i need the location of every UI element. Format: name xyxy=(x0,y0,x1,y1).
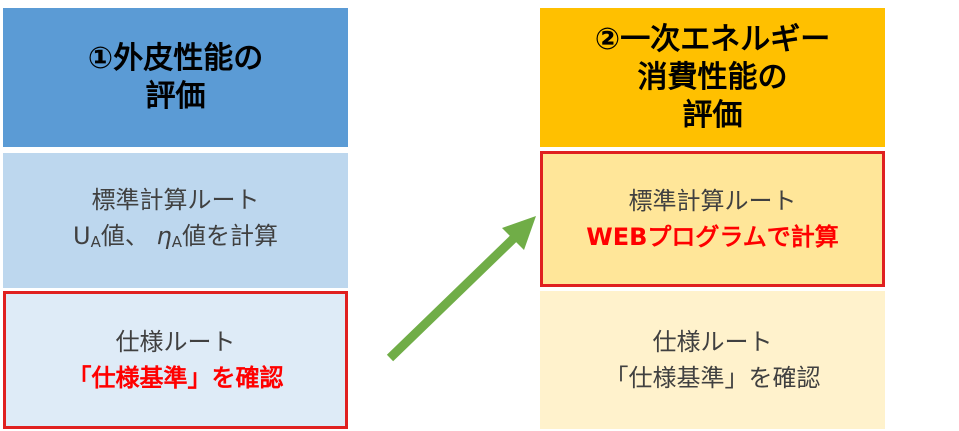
energy-standard-route-title: 標準計算ルート xyxy=(628,187,797,215)
ua-symbol: U xyxy=(73,221,91,250)
energy-performance-header: ②一次エネルギー 消費性能の 評価 xyxy=(540,8,885,147)
energy-standard-route-detail: WEBプログラムで計算 xyxy=(586,223,839,251)
ua-subscript: A xyxy=(90,232,101,251)
envelope-standard-route-title: 標準計算ルート xyxy=(91,185,260,214)
ua-suffix: 値、 xyxy=(100,221,149,250)
flow-arrow-head xyxy=(502,216,536,250)
eta-subscript: A xyxy=(171,232,182,251)
envelope-spec-route-box: 仕様ルート 「仕様基準」を確認 xyxy=(3,291,348,429)
energy-spec-route-detail: 「仕様基準」を確認 xyxy=(604,364,821,392)
envelope-standard-route-detail: UA値、 ηA値を計算 xyxy=(73,218,278,260)
envelope-spec-route-title: 仕様ルート xyxy=(115,328,236,356)
envelope-spec-route-detail: 「仕様基準」を確認 xyxy=(67,364,284,392)
envelope-standard-route-box: 標準計算ルート UA値、 ηA値を計算 xyxy=(3,153,348,288)
energy-spec-route-box: 仕様ルート 「仕様基準」を確認 xyxy=(540,291,885,429)
eta-suffix: 値を計算 xyxy=(181,221,278,250)
eta-symbol: η xyxy=(156,221,172,250)
energy-spec-route-title: 仕様ルート xyxy=(652,328,773,356)
flow-arrow-shaft xyxy=(386,234,518,362)
energy-standard-route-box: 標準計算ルート WEBプログラムで計算 xyxy=(540,151,885,287)
envelope-performance-header: ①外皮性能の 評価 xyxy=(3,8,348,147)
